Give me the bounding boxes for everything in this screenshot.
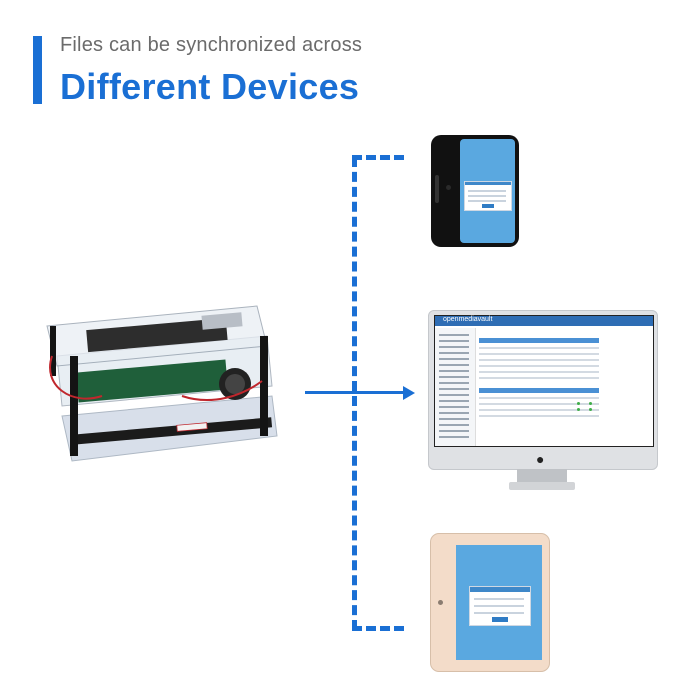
tablet-screen bbox=[456, 545, 542, 660]
app-header: openmediavault bbox=[435, 316, 653, 326]
phone-speaker bbox=[435, 175, 439, 203]
phone-screen bbox=[460, 139, 515, 243]
arrow-head-icon bbox=[403, 386, 415, 400]
subtitle: Files can be synchronized across bbox=[60, 34, 363, 56]
system-info-panel-header bbox=[479, 338, 599, 343]
dotted-connector-bottom bbox=[352, 626, 404, 631]
monitor-stand bbox=[517, 469, 567, 483]
page-title: Different Devices bbox=[60, 66, 360, 107]
phone-camera-icon bbox=[446, 185, 451, 190]
arrow-line bbox=[305, 391, 405, 394]
smartphone bbox=[431, 135, 519, 247]
app-sidebar bbox=[435, 328, 476, 446]
monitor-screen: openmediavault bbox=[434, 315, 654, 447]
tablet-login-form bbox=[469, 586, 531, 626]
app-logo: openmediavault bbox=[443, 316, 493, 323]
services-panel-header bbox=[479, 388, 599, 393]
desktop-monitor: openmediavault bbox=[428, 310, 658, 470]
tablet-camera-icon bbox=[438, 600, 443, 605]
monitor-stand-base bbox=[509, 482, 575, 490]
phone-login-form bbox=[464, 181, 512, 211]
accent-bar bbox=[33, 36, 42, 104]
tablet bbox=[430, 533, 550, 672]
dotted-connector-top bbox=[352, 155, 404, 160]
nas-device-illustration bbox=[46, 305, 278, 462]
apple-logo-icon: ● bbox=[536, 451, 545, 467]
